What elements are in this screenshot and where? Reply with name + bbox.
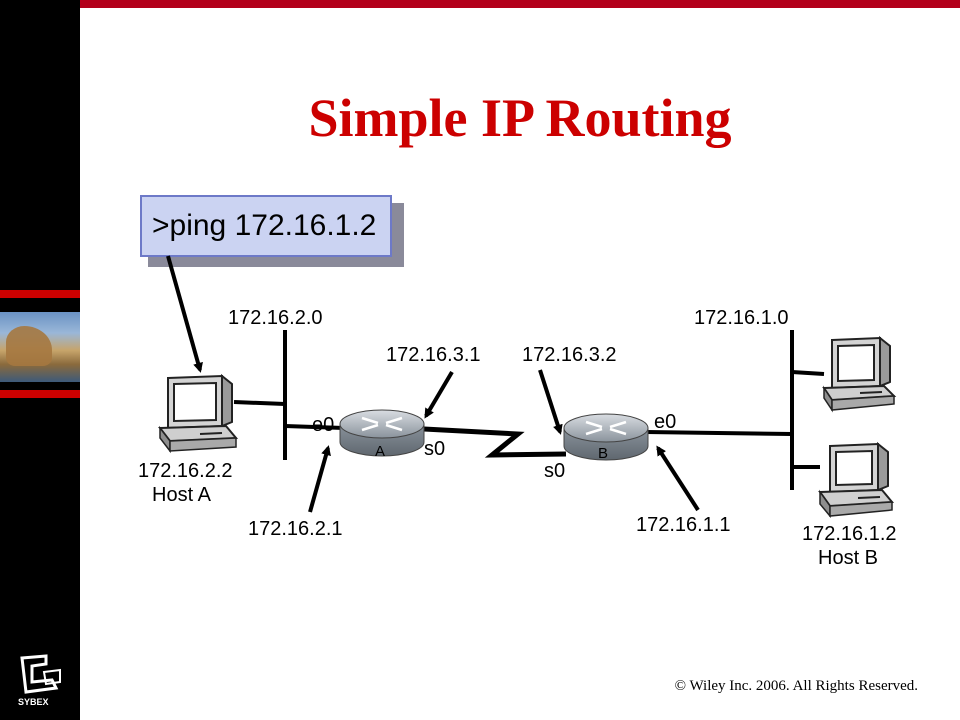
router-a-e0-arrow bbox=[308, 445, 331, 513]
router-b-label: B bbox=[598, 445, 609, 462]
router-a-s0-label: s0 bbox=[424, 438, 446, 460]
host-a-computer-icon bbox=[158, 373, 239, 454]
host-a-ip: 172.16.2.2 bbox=[138, 460, 233, 482]
sybex-logo-text: SYBEX bbox=[18, 697, 49, 707]
sidebar-photo-rock bbox=[6, 326, 52, 366]
command-arrow bbox=[166, 255, 203, 373]
serial-a-arrow bbox=[424, 370, 454, 419]
router-b-e0-arrow bbox=[656, 445, 700, 512]
router-a-e0-label: e0 bbox=[312, 414, 335, 436]
router-b-e0-label: e0 bbox=[654, 411, 677, 433]
router-a-icon bbox=[339, 409, 425, 457]
sidebar-accent-bar bbox=[0, 390, 80, 398]
top-rule bbox=[80, 0, 960, 8]
sidebar-accent-bar bbox=[0, 290, 80, 298]
network-b-label: 172.16.1.0 bbox=[694, 307, 789, 329]
router-a-e0-link bbox=[284, 424, 345, 430]
router-b-e0-link bbox=[645, 430, 793, 436]
copyright-notice: © Wiley Inc. 2006. All Rights Reserved. bbox=[674, 678, 918, 694]
host-b-name: Host B bbox=[818, 547, 879, 569]
sybex-logo: SYBEX bbox=[18, 654, 61, 707]
router-b-e0-ip: 172.16.1.1 bbox=[636, 514, 731, 536]
host-a-link bbox=[233, 400, 286, 406]
router-a-label: A bbox=[375, 443, 386, 460]
host-a-name: Host A bbox=[152, 484, 211, 506]
network-a-label: 172.16.2.0 bbox=[228, 307, 323, 329]
ping-command-box: >ping 172.16.1.2 bbox=[140, 195, 392, 257]
router-a-serial-ip: 172.16.3.1 bbox=[386, 344, 481, 366]
router-b-serial-ip: 172.16.3.2 bbox=[522, 344, 617, 366]
router-b-s0-label: s0 bbox=[544, 460, 566, 482]
host-link-b1 bbox=[791, 370, 825, 376]
serial-b-arrow bbox=[538, 369, 563, 435]
host-computer-icon bbox=[822, 335, 897, 413]
slide-title: Simple IP Routing bbox=[308, 88, 732, 148]
router-a-e0-ip: 172.16.2.1 bbox=[248, 518, 343, 540]
host-b-ip: 172.16.1.2 bbox=[802, 523, 897, 545]
serial-link bbox=[423, 426, 567, 458]
router-b-icon bbox=[563, 413, 649, 461]
host-b-computer-icon bbox=[818, 441, 895, 519]
